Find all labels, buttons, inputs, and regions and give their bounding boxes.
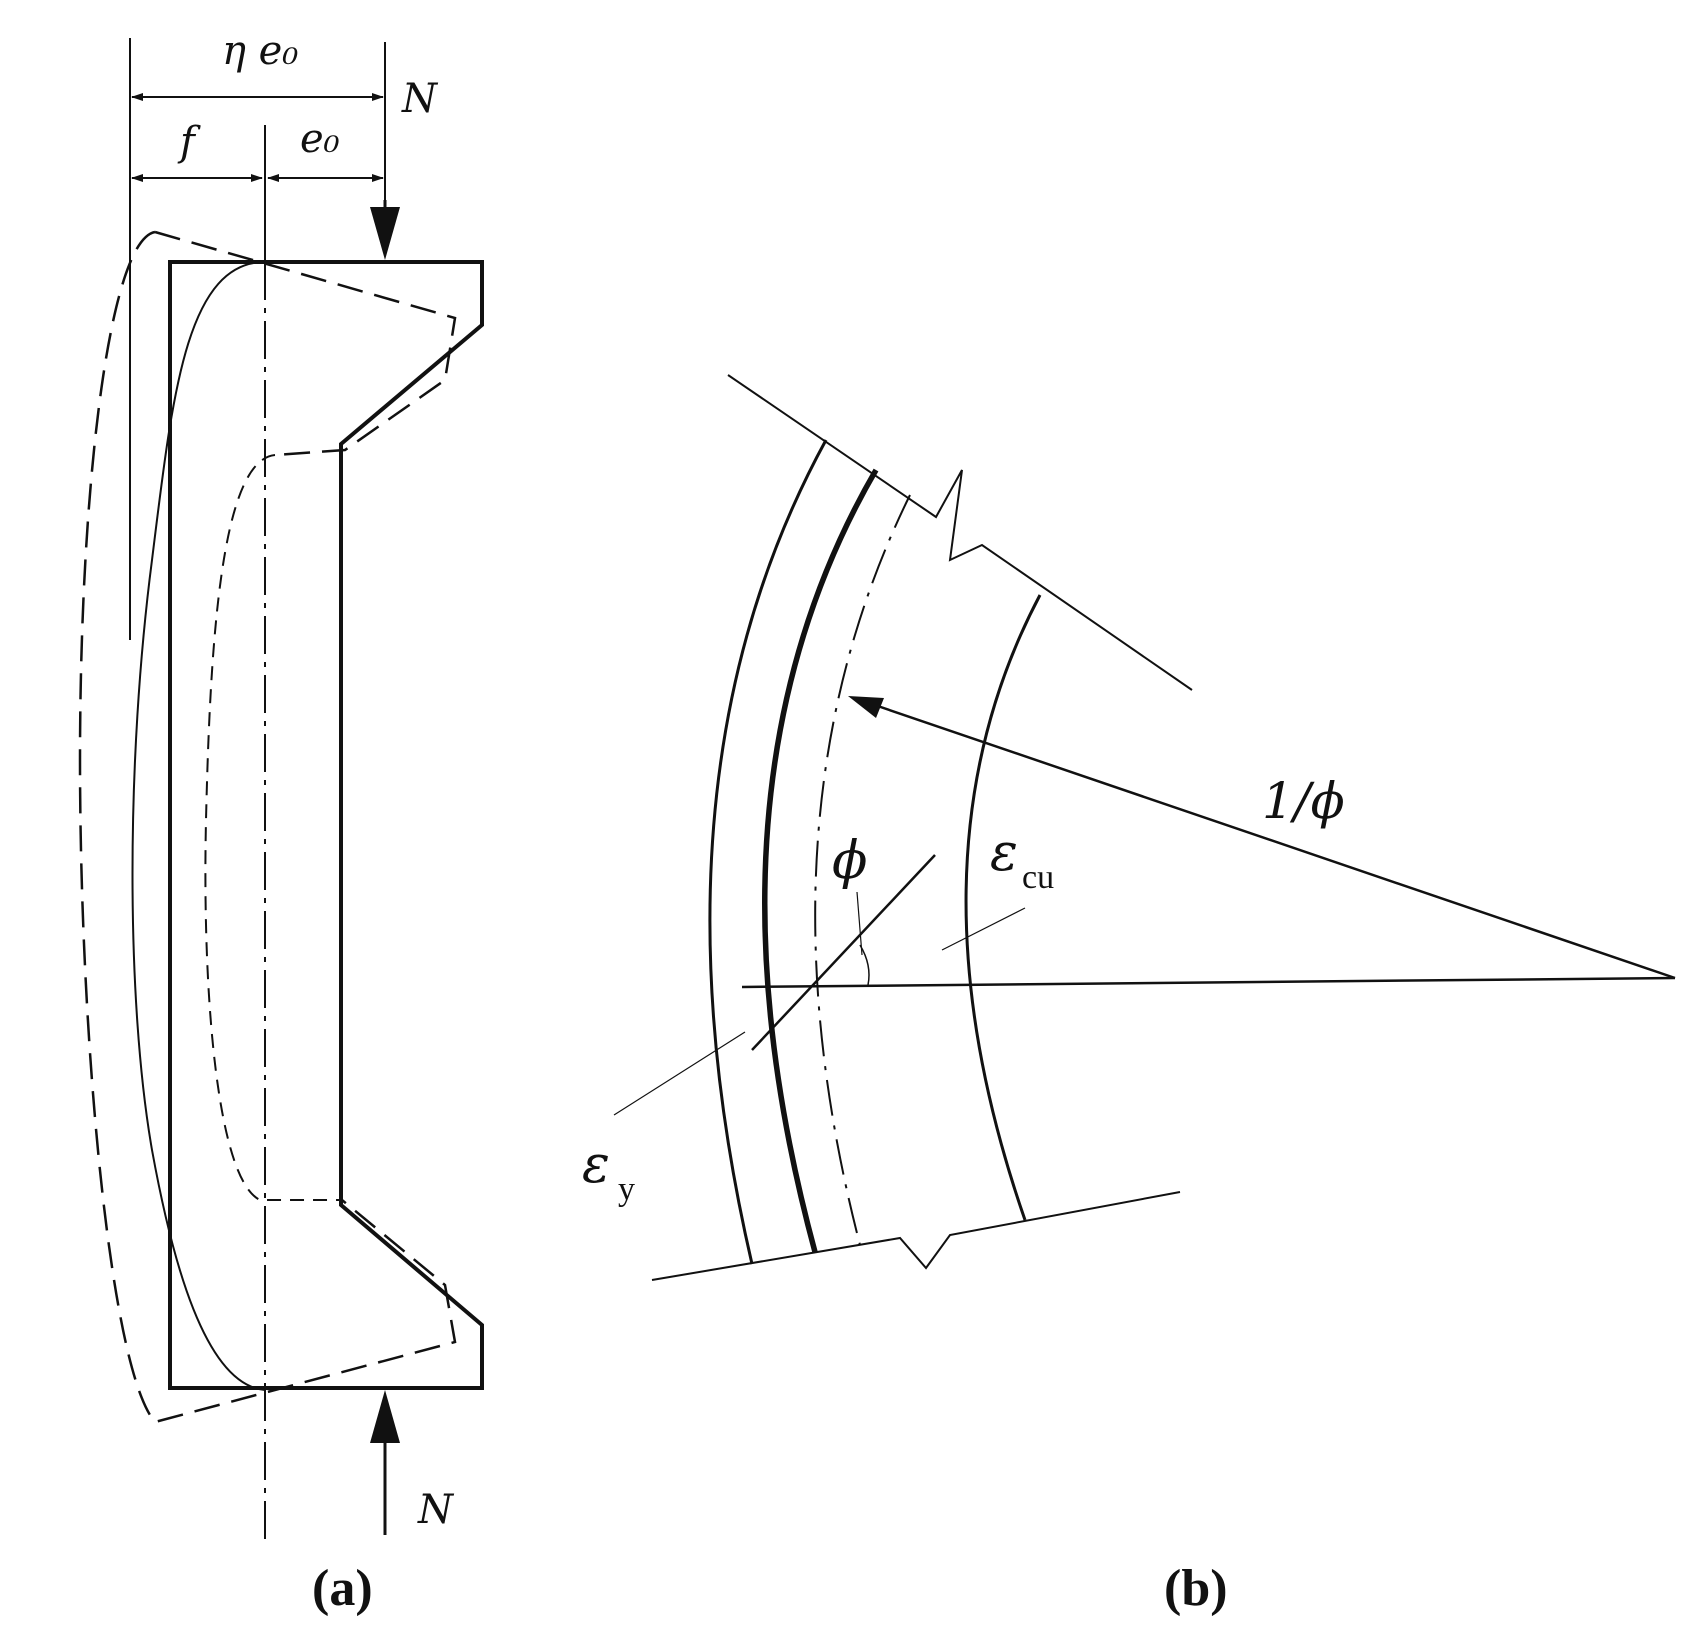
leader-eps-cu — [941, 907, 1026, 951]
caption-a: (a) — [312, 1560, 373, 1617]
panel-a — [78, 38, 484, 1545]
arc-outer-right — [964, 594, 1042, 1221]
caption-b: (b) — [1164, 1560, 1228, 1617]
load-arrow-top-head — [370, 207, 400, 260]
leader-phi — [856, 891, 863, 956]
strain-profile-line — [751, 854, 936, 1051]
arc-steel-thick — [762, 468, 879, 1253]
outer-deflected-outline — [78, 230, 457, 1424]
arc-outer-left — [708, 439, 828, 1265]
column-section-outline — [168, 260, 484, 1390]
lower-cut-line — [651, 1191, 1181, 1281]
label-inverse-curvature: 1/ϕ — [1262, 772, 1345, 830]
label-eps-cu-subscript: cu — [1022, 859, 1054, 896]
label-eta-e0: η e₀ — [222, 28, 298, 74]
leader-eps-y — [613, 1031, 746, 1116]
label-N-top: N — [401, 76, 439, 122]
radius-line — [859, 698, 1676, 980]
horizontal-reference-line — [741, 976, 1676, 989]
load-arrow-bottom-head — [370, 1390, 400, 1443]
radius-arrow-head — [848, 696, 884, 718]
panel-b — [613, 374, 1676, 1281]
label-eps-cu-symbol: ε — [990, 823, 1018, 883]
label-e0: e₀ — [300, 116, 340, 162]
deflected-centreline — [131, 261, 266, 1391]
inner-deflected-outline — [204, 454, 342, 1201]
label-curvature-phi: ϕ — [832, 831, 867, 891]
label-N-bottom: N — [417, 1487, 455, 1533]
upper-cut-line — [727, 374, 1193, 691]
label-f: f — [177, 119, 201, 165]
label-eps-y-symbol: ε — [582, 1135, 610, 1195]
outer-deflected-outline-top — [154, 230, 457, 457]
arc-neutral-axis — [814, 494, 911, 1246]
label-eps-y-subscript: y — [618, 1171, 635, 1208]
